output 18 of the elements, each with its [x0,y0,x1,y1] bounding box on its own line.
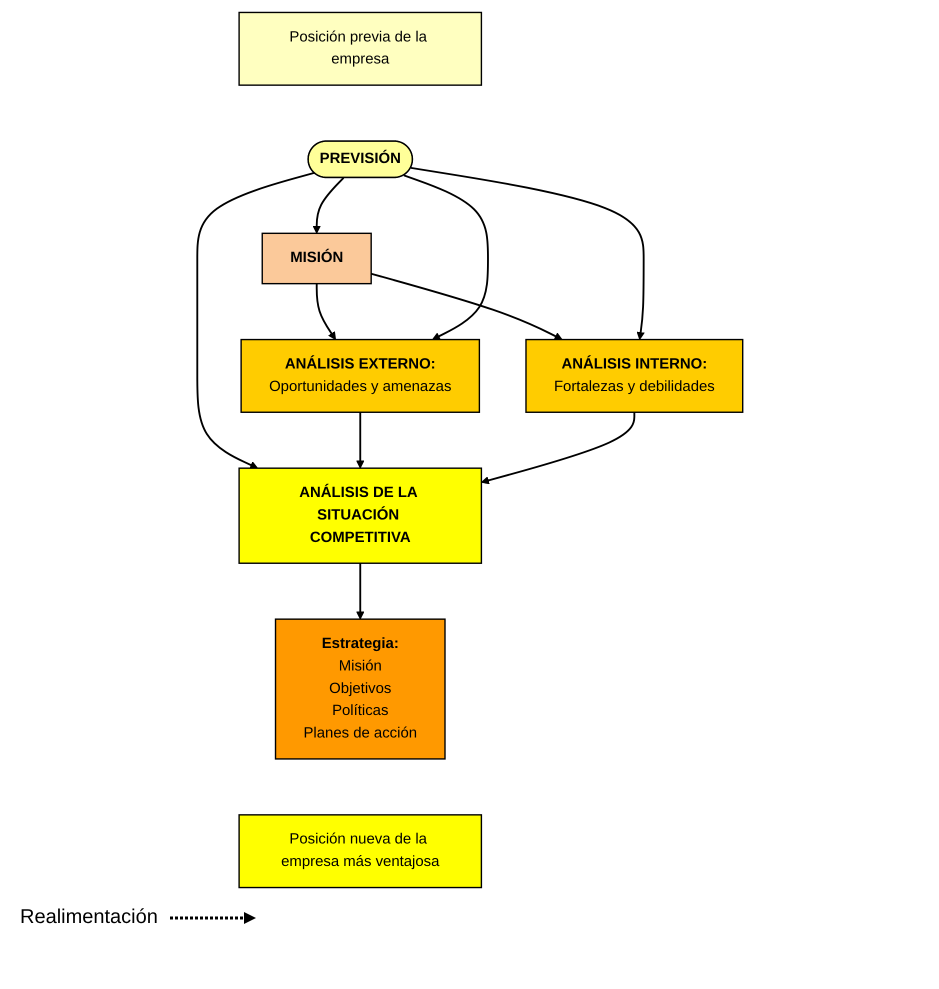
arrow [196,172,314,469]
arrow [356,412,364,469]
arrow [410,166,644,340]
arrow [480,412,635,484]
process-box: MISIÓN [261,232,372,284]
arrow [312,177,344,234]
arrow [356,563,364,620]
process-box: ANÁLISIS DE LA SITUACIÓN COMPETITIVA [238,467,482,564]
process-box: Posición previa de la empresa [238,12,482,86]
legend-text: Realimentación [20,906,158,929]
ellipse-node: PREVISIÓN [306,140,413,178]
arrow [403,174,488,340]
arrow [315,284,336,340]
process-box: Estrategia: Misión Objetivos Políticas Planes de acción [274,618,446,760]
process-box: ANÁLISIS EXTERNO: Oportunidades y amenazas [240,338,480,413]
process-box: Posición nueva de la empresa más ventajosa [238,814,482,888]
arrow [370,272,562,340]
process-box: ANÁLISIS INTERNO: Fortalezas y debilidades [524,338,743,413]
